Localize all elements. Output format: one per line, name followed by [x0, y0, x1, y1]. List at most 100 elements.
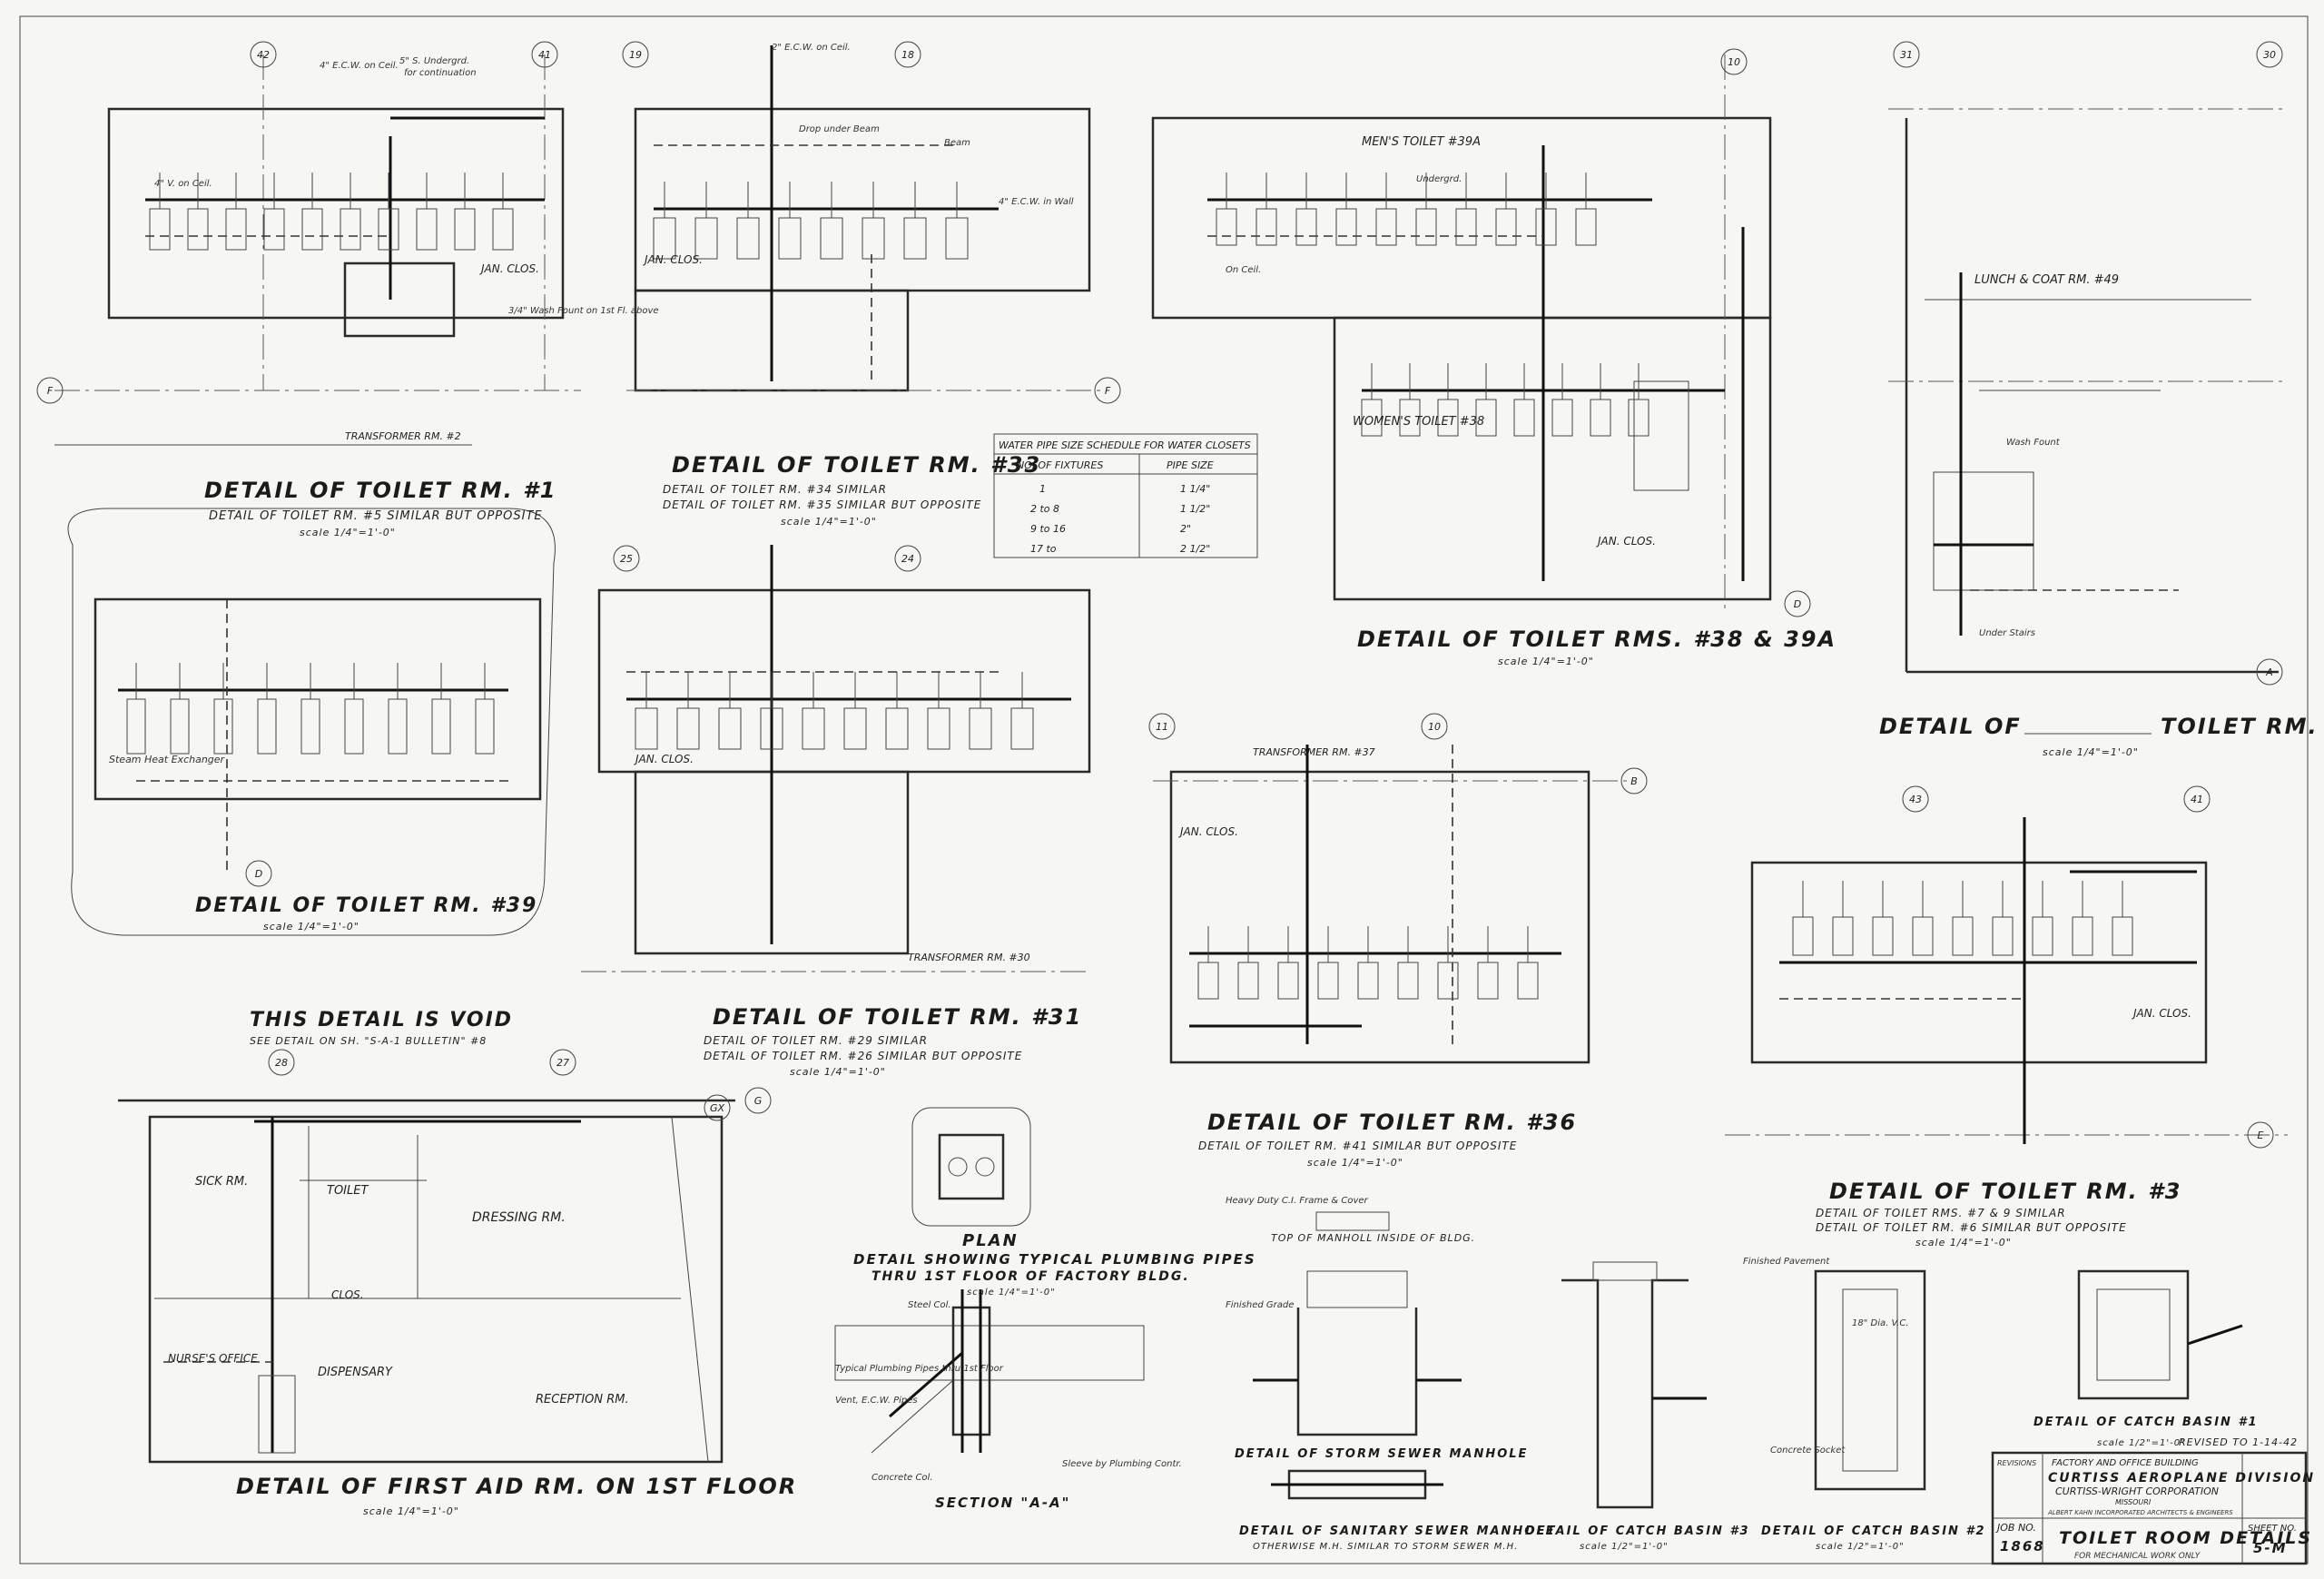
- grid-bubble-label: F: [1105, 385, 1111, 397]
- grid-bubble: [1421, 713, 1448, 740]
- job-no-label: JOB NO.: [1995, 1522, 2036, 1534]
- grid-bubble-label: D: [255, 868, 262, 880]
- grid-bubble: [894, 41, 921, 68]
- note: Vent, E.C.W. Pipes: [835, 1396, 918, 1406]
- room-jan-clos-36: JAN. CLOS.: [1178, 825, 1238, 838]
- water-closet-fixture: [213, 698, 233, 755]
- schedule-cell: 2 to 8: [1030, 503, 1059, 515]
- subtitle-toilet-3a: DETAIL OF TOILET RMS. #7 & 9 SIMILAR: [1816, 1207, 2066, 1219]
- room-jan-clos-33: JAN. CLOS.: [643, 253, 703, 266]
- water-closet-fixture: [1535, 208, 1557, 246]
- water-closet-fixture: [1513, 399, 1535, 437]
- scale-catch-1: scale 1/2"=1'-0": [2097, 1438, 2186, 1448]
- water-closet-fixture: [969, 707, 992, 750]
- plan-toilet-rm-39: [67, 508, 556, 936]
- water-closet-fixture: [2032, 916, 2053, 956]
- title-plumbing-pipes: DETAIL SHOWING TYPICAL PLUMBING PIPES: [853, 1251, 1256, 1268]
- title-block-line1: FACTORY AND OFFICE BUILDING: [2052, 1458, 2199, 1468]
- grid-bubble: [2256, 41, 2283, 68]
- water-closet-fixture: [1590, 399, 1611, 437]
- title-catch-basin-1: DETAIL OF CATCH BASIN #1: [2034, 1416, 2259, 1429]
- grid-bubble-label: B: [1630, 775, 1638, 787]
- grid-bubble-label: F: [47, 385, 54, 397]
- water-closet-fixture: [431, 698, 451, 755]
- fixtures-toilet-38: [1216, 173, 1649, 437]
- subtitle-toilet-33a: DETAIL OF TOILET RM. #34 SIMILAR: [663, 483, 887, 496]
- water-closet-fixture: [1237, 962, 1259, 1000]
- title-storm-manhole: DETAIL OF STORM SEWER MANHOLE: [1235, 1447, 1528, 1461]
- water-closet-fixture: [2072, 916, 2093, 956]
- schedule-cell: 9 to 16: [1030, 523, 1066, 535]
- room-transformer-37: TRANSFORMER RM. #37: [1253, 746, 1375, 758]
- note: 18" Dia. V.C.: [1852, 1318, 1909, 1328]
- title-catch-basin-2: DETAIL OF CATCH BASIN #2: [1761, 1525, 1986, 1538]
- title-toilet-1: DETAIL OF TOILET RM. #1: [204, 478, 556, 503]
- grid-bubble-label: 42: [257, 49, 270, 61]
- sheet-subtitle: FOR MECHANICAL WORK ONLY: [2074, 1552, 2201, 1561]
- schedule-header-fixtures: NO. OF FIXTURES: [1017, 459, 1103, 471]
- fixtures-toilet-39: [126, 663, 495, 755]
- note: 4" E.C.W. on Ceil.: [320, 61, 399, 71]
- water-closet-fixture: [736, 217, 760, 260]
- water-closet-fixture: [1357, 962, 1379, 1000]
- note: Finished Grade: [1226, 1300, 1294, 1310]
- water-closet-fixture: [344, 698, 364, 755]
- note: Finished Pavement: [1743, 1257, 1830, 1267]
- room-jan-clos-1: JAN. CLOS.: [479, 262, 539, 275]
- grid-bubble-label: 41: [538, 49, 551, 61]
- grid-bubble: [245, 860, 272, 887]
- title-toilet-33: DETAIL OF TOILET RM. #33: [672, 452, 1041, 478]
- grid-bubble: [1784, 590, 1811, 617]
- revisions-label: REVISIONS: [1997, 1459, 2036, 1467]
- job-no: 1868: [2000, 1538, 2045, 1554]
- grid-bubble-label: 11: [1156, 721, 1168, 733]
- title-toilet-36: DETAIL OF TOILET RM. #36: [1207, 1110, 1577, 1135]
- fixtures-toilet-31: [635, 672, 1034, 750]
- room-jan-clos-3: JAN. CLOS.: [2132, 1007, 2191, 1020]
- water-closet-fixture: [187, 208, 209, 251]
- note: Drop under Beam: [799, 124, 880, 134]
- water-closet-fixture: [300, 698, 320, 755]
- schedule-title: WATER PIPE SIZE SCHEDULE FOR WATER CLOSE…: [999, 439, 1251, 451]
- subtitle-sanitary: OTHERWISE M.H. SIMILAR TO STORM SEWER M.…: [1253, 1542, 1518, 1552]
- plan-toilet-rm-50: [1888, 108, 2288, 674]
- scale-toilet-33: scale 1/4"=1'-0": [781, 516, 877, 528]
- void-subnote: SEE DETAIL ON SH. "S-A-1 BULLETIN" #8: [250, 1035, 487, 1047]
- fixtures-toilet-33: [653, 182, 969, 260]
- water-closet-fixture: [1551, 399, 1573, 437]
- title-sanitary-manhole: DETAIL OF SANITARY SEWER MANHOLE: [1239, 1525, 1555, 1538]
- water-closet-fixture: [454, 208, 476, 251]
- note: 2" E.C.W. on Ceil.: [772, 43, 851, 53]
- water-pipe-schedule: WATER PIPE SIZE SCHEDULE FOR WATER CLOSE…: [993, 433, 1258, 558]
- grid-bubble: [1902, 785, 1929, 813]
- water-closet-fixture: [862, 217, 885, 260]
- water-closet-fixture: [1792, 916, 1814, 956]
- schedule-cell: 2 1/2": [1180, 543, 1210, 555]
- scale-toilet-31: scale 1/4"=1'-0": [790, 1066, 886, 1078]
- note: Beam: [944, 138, 970, 148]
- note: On Ceil.: [1226, 265, 1261, 275]
- water-closet-fixture: [1832, 916, 1854, 956]
- grid-bubble-label: 43: [1909, 794, 1922, 805]
- note: Heavy Duty C.I. Frame & Cover: [1226, 1196, 1369, 1206]
- grid-bubble: [894, 545, 921, 572]
- title-manhole-top: TOP OF MANHOLL INSIDE OF BLDG.: [1271, 1232, 1475, 1244]
- water-closet-fixture: [820, 217, 843, 260]
- grid-bubble: [549, 1049, 576, 1076]
- scale-toilet-3: scale 1/4"=1'-0": [1915, 1237, 2012, 1248]
- water-closet-fixture: [1197, 962, 1219, 1000]
- fixtures-toilet-3: [1792, 881, 2133, 956]
- room-jan-clos-38: JAN. CLOS.: [1596, 535, 1656, 548]
- schedule-header-size: PIPE SIZE: [1167, 459, 1214, 471]
- subtitle-toilet-33b: DETAIL OF TOILET RM. #35 SIMILAR BUT OPP…: [663, 498, 981, 511]
- water-closet-fixture: [149, 208, 171, 251]
- water-closet-fixture: [1455, 208, 1477, 246]
- plan-toilet-rm-31: [581, 545, 1091, 972]
- schedule-cell: 2": [1180, 523, 1191, 535]
- title-block-line4: MISSOURI: [2115, 1498, 2152, 1506]
- note: 4" E.C.W. in Wall: [999, 197, 1074, 207]
- sheet-border: [19, 15, 2309, 1564]
- water-closet-fixture: [1216, 208, 1237, 246]
- grid-bubble-label: 27: [556, 1057, 569, 1069]
